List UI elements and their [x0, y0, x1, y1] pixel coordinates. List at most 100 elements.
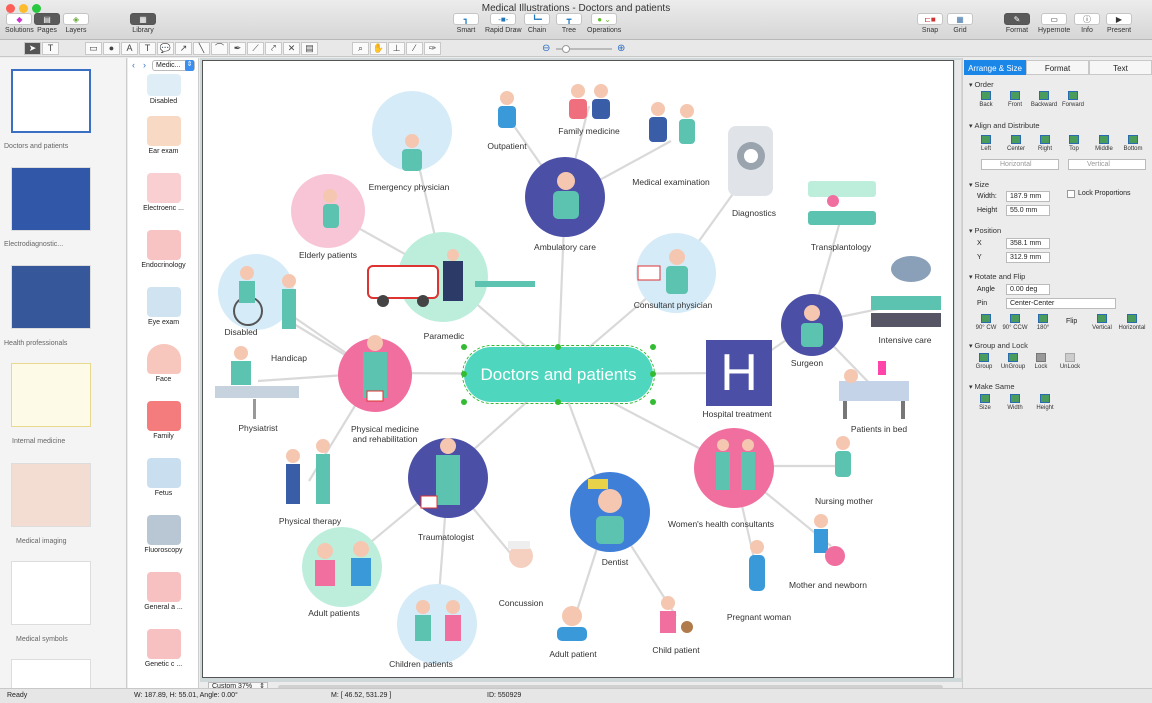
section-size[interactable]: Size	[969, 180, 989, 189]
section-order[interactable]: Order	[969, 80, 993, 89]
same-width-button[interactable]: Width	[1000, 394, 1030, 411]
operations-button[interactable]: ● ⌄Operations	[587, 13, 621, 34]
rotate-180-button[interactable]: 180°	[1028, 314, 1058, 331]
solutions-button[interactable]: ◆Solutions	[5, 13, 34, 34]
library-selector[interactable]: Medic...⇕	[152, 60, 195, 71]
connector-tool-icon[interactable]: ✕	[283, 42, 300, 55]
library-item-family[interactable]: Family	[128, 401, 198, 440]
tab-arrange-size[interactable]: Arrange & Size	[964, 60, 1026, 75]
pin-select[interactable]: Center-Center	[1006, 298, 1116, 309]
page-thumbnail-2[interactable]	[11, 167, 91, 231]
ungroup-button[interactable]: UnGroup	[998, 353, 1028, 370]
minimize-window-button[interactable]	[19, 4, 28, 13]
zoom-out-icon[interactable]: ⊖	[542, 43, 551, 54]
note-tool-icon[interactable]: ▤	[301, 42, 318, 55]
format-painter-icon[interactable]: ✑	[424, 42, 441, 55]
surgeon-node[interactable]	[781, 294, 843, 356]
lock-proportions-checkbox[interactable]	[1067, 190, 1075, 198]
tab-text[interactable]: Text	[1089, 60, 1152, 75]
flip-horizontal-button[interactable]: Horizontal	[1117, 314, 1147, 331]
rapid-draw-button[interactable]: -■-Rapid Draw	[485, 13, 522, 34]
align-top-button[interactable]: Top	[1059, 135, 1089, 152]
section-position[interactable]: Position	[969, 226, 1001, 235]
format-button[interactable]: ✎Format	[1004, 13, 1030, 34]
center-topic[interactable]: Doctors and patients	[462, 345, 655, 404]
back-arrow-icon[interactable]: ‹	[132, 60, 135, 70]
layers-button[interactable]: ◈Layers	[63, 13, 89, 34]
eyedropper-tool-icon[interactable]: ⁄	[406, 42, 423, 55]
snap-button[interactable]: ⊏■Snap	[917, 13, 943, 34]
arc-tool-icon[interactable]: ⌒	[211, 42, 228, 55]
physical-medicine-node[interactable]	[338, 338, 412, 412]
selection-handle[interactable]	[555, 399, 561, 405]
back-button[interactable]: Back	[971, 91, 1001, 108]
page-thumbnail-7[interactable]	[11, 659, 91, 688]
polyline-tool-icon[interactable]: ⤤	[265, 42, 282, 55]
align-left-button[interactable]: Left	[971, 135, 1001, 152]
horizontal-scrollbar[interactable]	[278, 685, 943, 690]
align-bottom-button[interactable]: Bottom	[1118, 135, 1148, 152]
paramedic-node[interactable]	[398, 232, 488, 322]
text-tool-icon[interactable]: A	[121, 42, 138, 55]
x-field[interactable]: 358.1 mm	[1006, 238, 1050, 249]
angle-field[interactable]: 0.00 deg	[1006, 284, 1050, 295]
bezier-tool-icon[interactable]: ⟋	[247, 42, 264, 55]
selection-handle[interactable]	[650, 344, 656, 350]
ambulatory-care-node[interactable]	[525, 157, 605, 237]
library-item-electroenc[interactable]: Electroenc ...	[128, 173, 198, 212]
rectangle-tool-icon[interactable]: ▭	[85, 42, 102, 55]
pen-tool-icon[interactable]: ✒	[229, 42, 246, 55]
selection-handle[interactable]	[555, 344, 561, 350]
ellipse-tool-icon[interactable]: ●	[103, 42, 120, 55]
adult-patients-node[interactable]	[302, 527, 382, 607]
height-field[interactable]: 55.0 mm	[1006, 205, 1050, 216]
dentist-node[interactable]	[570, 472, 650, 552]
library-button[interactable]: ▦Library	[130, 13, 156, 34]
library-item-general[interactable]: General a ...	[128, 572, 198, 611]
vertical-scrollbar[interactable]	[955, 60, 961, 678]
rotate-ccw-button[interactable]: 90° CCW	[1000, 314, 1030, 331]
traumatologist-node[interactable]	[408, 438, 488, 518]
zoom-slider-thumb[interactable]	[562, 45, 570, 53]
group-button[interactable]: Group	[969, 353, 999, 370]
selection-handle[interactable]	[461, 344, 467, 350]
section-group[interactable]: Group and Lock	[969, 341, 1027, 350]
smart-button[interactable]: ┓Smart	[453, 13, 479, 34]
section-rotate[interactable]: Rotate and Flip	[969, 272, 1025, 281]
distribute-vertical-select[interactable]: Vertical	[1068, 159, 1146, 170]
tree-button[interactable]: ┳Tree	[556, 13, 582, 34]
zoom-window-button[interactable]	[32, 4, 41, 13]
lock-button[interactable]: Lock	[1026, 353, 1056, 370]
tab-format[interactable]: Format	[1026, 60, 1089, 75]
hand-tool-icon[interactable]: ✋	[370, 42, 387, 55]
library-item-genetic[interactable]: Genetic c ...	[128, 629, 198, 668]
pages-button[interactable]: ▤Pages	[34, 13, 60, 34]
hospital-icon[interactable]: H	[706, 340, 772, 406]
zoom-slider[interactable]	[556, 45, 612, 53]
library-item-ear-exam[interactable]: Ear exam	[128, 116, 198, 155]
emergency-physician-node[interactable]	[372, 91, 452, 171]
page-thumbnail-3[interactable]	[11, 265, 91, 329]
distribute-horizontal-select[interactable]: Horizontal	[981, 159, 1059, 170]
rotate-cw-button[interactable]: 90° CW	[971, 314, 1001, 331]
line-tool-icon[interactable]: ╲	[193, 42, 210, 55]
section-make-same[interactable]: Make Same	[969, 382, 1014, 391]
selection-handle[interactable]	[461, 371, 467, 377]
zoom-tool-icon[interactable]: ⌕	[352, 42, 369, 55]
width-field[interactable]: 187.9 mm	[1006, 191, 1050, 202]
stamp-tool-icon[interactable]: ⊥	[388, 42, 405, 55]
page-thumbnail-5[interactable]	[11, 463, 91, 527]
selection-handle[interactable]	[650, 371, 656, 377]
disabled-node[interactable]	[218, 254, 294, 330]
hypernote-button[interactable]: ▭Hypernote	[1038, 13, 1070, 34]
backward-button[interactable]: Backward	[1029, 91, 1059, 108]
align-middle-button[interactable]: Middle	[1089, 135, 1119, 152]
womens-health-node[interactable]	[694, 428, 774, 508]
close-window-button[interactable]	[6, 4, 15, 13]
page-thumbnail-4[interactable]	[11, 363, 91, 427]
grid-button[interactable]: ▦Grid	[947, 13, 973, 34]
page-thumbnail-1[interactable]	[11, 69, 91, 133]
selection-handle[interactable]	[650, 399, 656, 405]
select-tool-icon[interactable]: ➤	[24, 42, 41, 55]
